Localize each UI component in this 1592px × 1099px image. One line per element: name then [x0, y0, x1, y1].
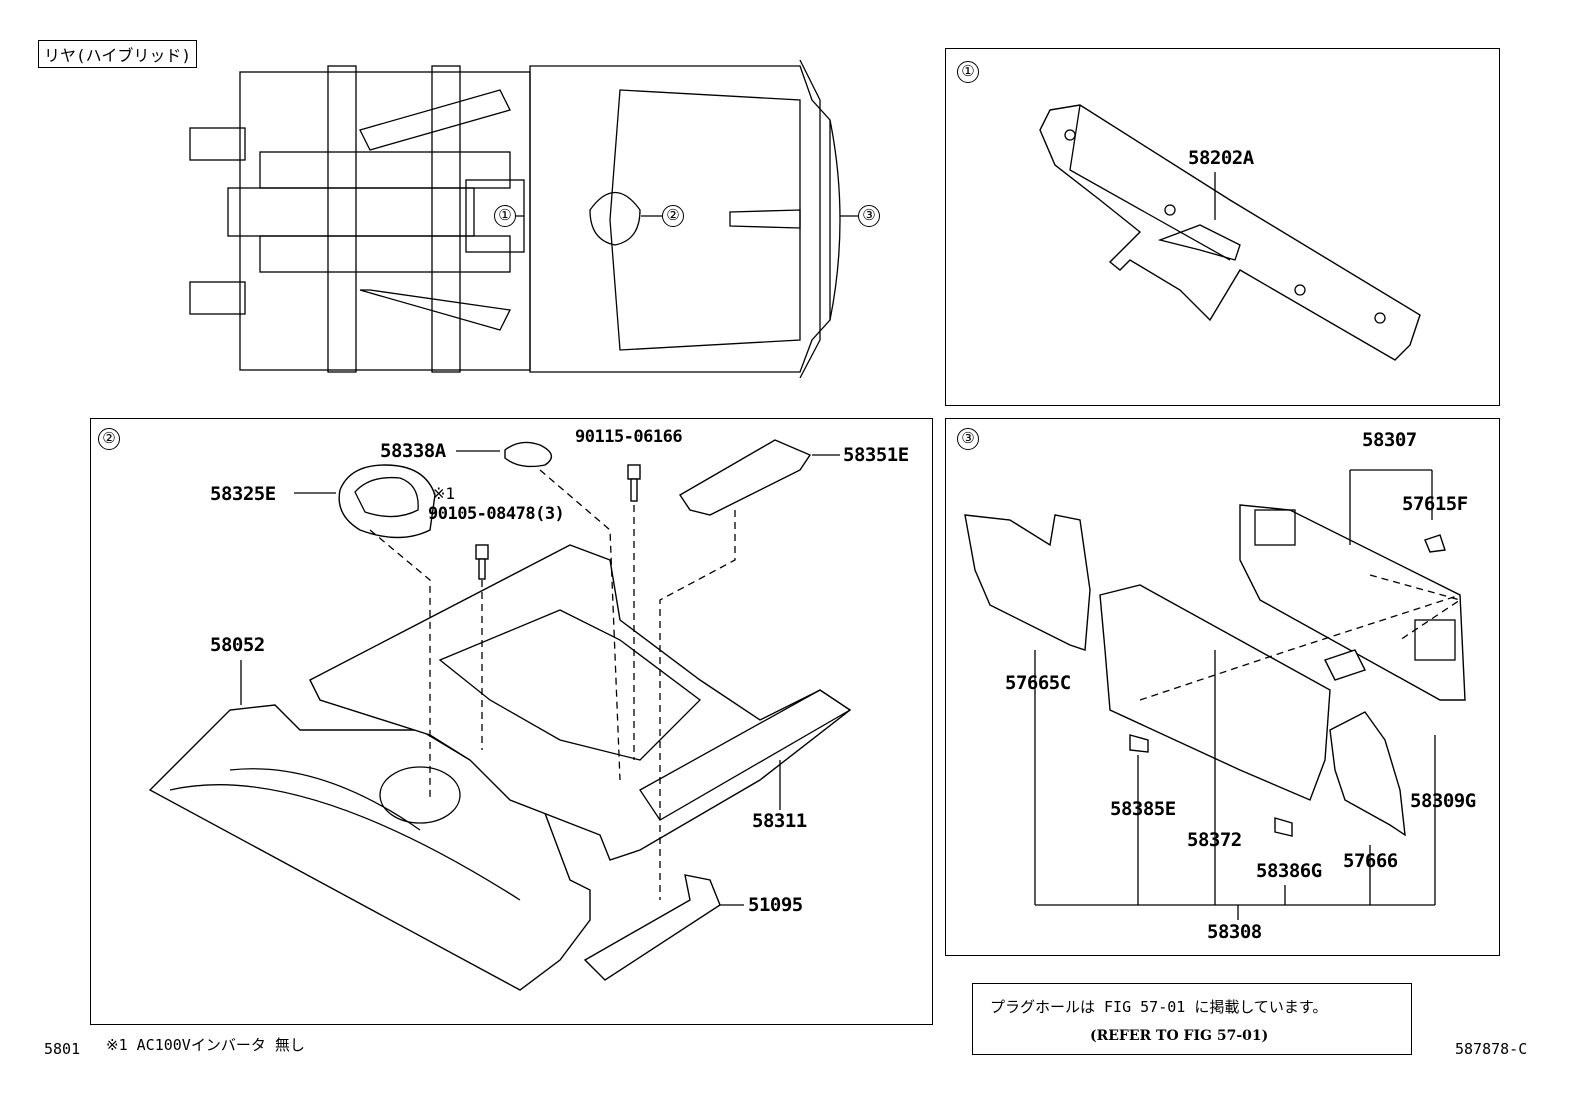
callout-2: ② — [662, 205, 684, 227]
reference-note-box — [972, 983, 1412, 1055]
panel-1 — [945, 48, 1500, 406]
panel2-drawing — [148, 439, 852, 991]
panel-1-marker: ① — [957, 61, 979, 83]
part-57615F: 57615F — [1402, 493, 1468, 515]
part-57665C: 57665C — [1005, 672, 1071, 694]
panel3-drawing — [964, 469, 1466, 920]
drawing-id: 587878-C — [1455, 1040, 1528, 1058]
part-58325E: 58325E — [210, 483, 276, 505]
panel-2 — [90, 418, 933, 1025]
part-58338A: 58338A — [380, 440, 446, 462]
callout-1: ① — [494, 205, 516, 227]
part-58307: 58307 — [1362, 429, 1417, 451]
part-58202A: 58202A — [1188, 147, 1254, 169]
footnote: ※1 AC100Vインバータ 無し — [106, 1036, 305, 1054]
panel-2-marker: ② — [98, 428, 120, 450]
part-58311: 58311 — [752, 810, 807, 832]
part-58386G: 58386G — [1256, 860, 1322, 882]
panel-3 — [945, 418, 1500, 956]
panel-3-marker: ③ — [957, 428, 979, 450]
reference-note-en: (REFER TO FIG 57-01) — [1090, 1028, 1269, 1044]
part-58385E: 58385E — [1110, 798, 1176, 820]
part-51095: 51095 — [748, 894, 803, 916]
footnote-marker: ※1 — [432, 484, 456, 503]
figure-number: 5801 — [44, 1040, 81, 1058]
header-label: リヤ(ハイブリッド) — [38, 40, 197, 68]
underbody-overview — [189, 59, 858, 379]
part-58372: 58372 — [1187, 829, 1242, 851]
callout-3: ③ — [858, 205, 880, 227]
part-90105-08478: 90105-08478(3) — [428, 504, 565, 524]
part-90115-06166: 90115-06166 — [575, 427, 683, 447]
part-58052: 58052 — [210, 634, 265, 656]
part-58308: 58308 — [1207, 921, 1262, 943]
part-58351E: 58351E — [843, 444, 909, 466]
part-57666: 57666 — [1343, 850, 1398, 872]
part-58202A-drawing — [1039, 104, 1421, 361]
part-58309G: 58309G — [1410, 790, 1476, 812]
reference-note-jp: プラグホールは FIG 57-01 に掲載しています。 — [990, 998, 1328, 1016]
